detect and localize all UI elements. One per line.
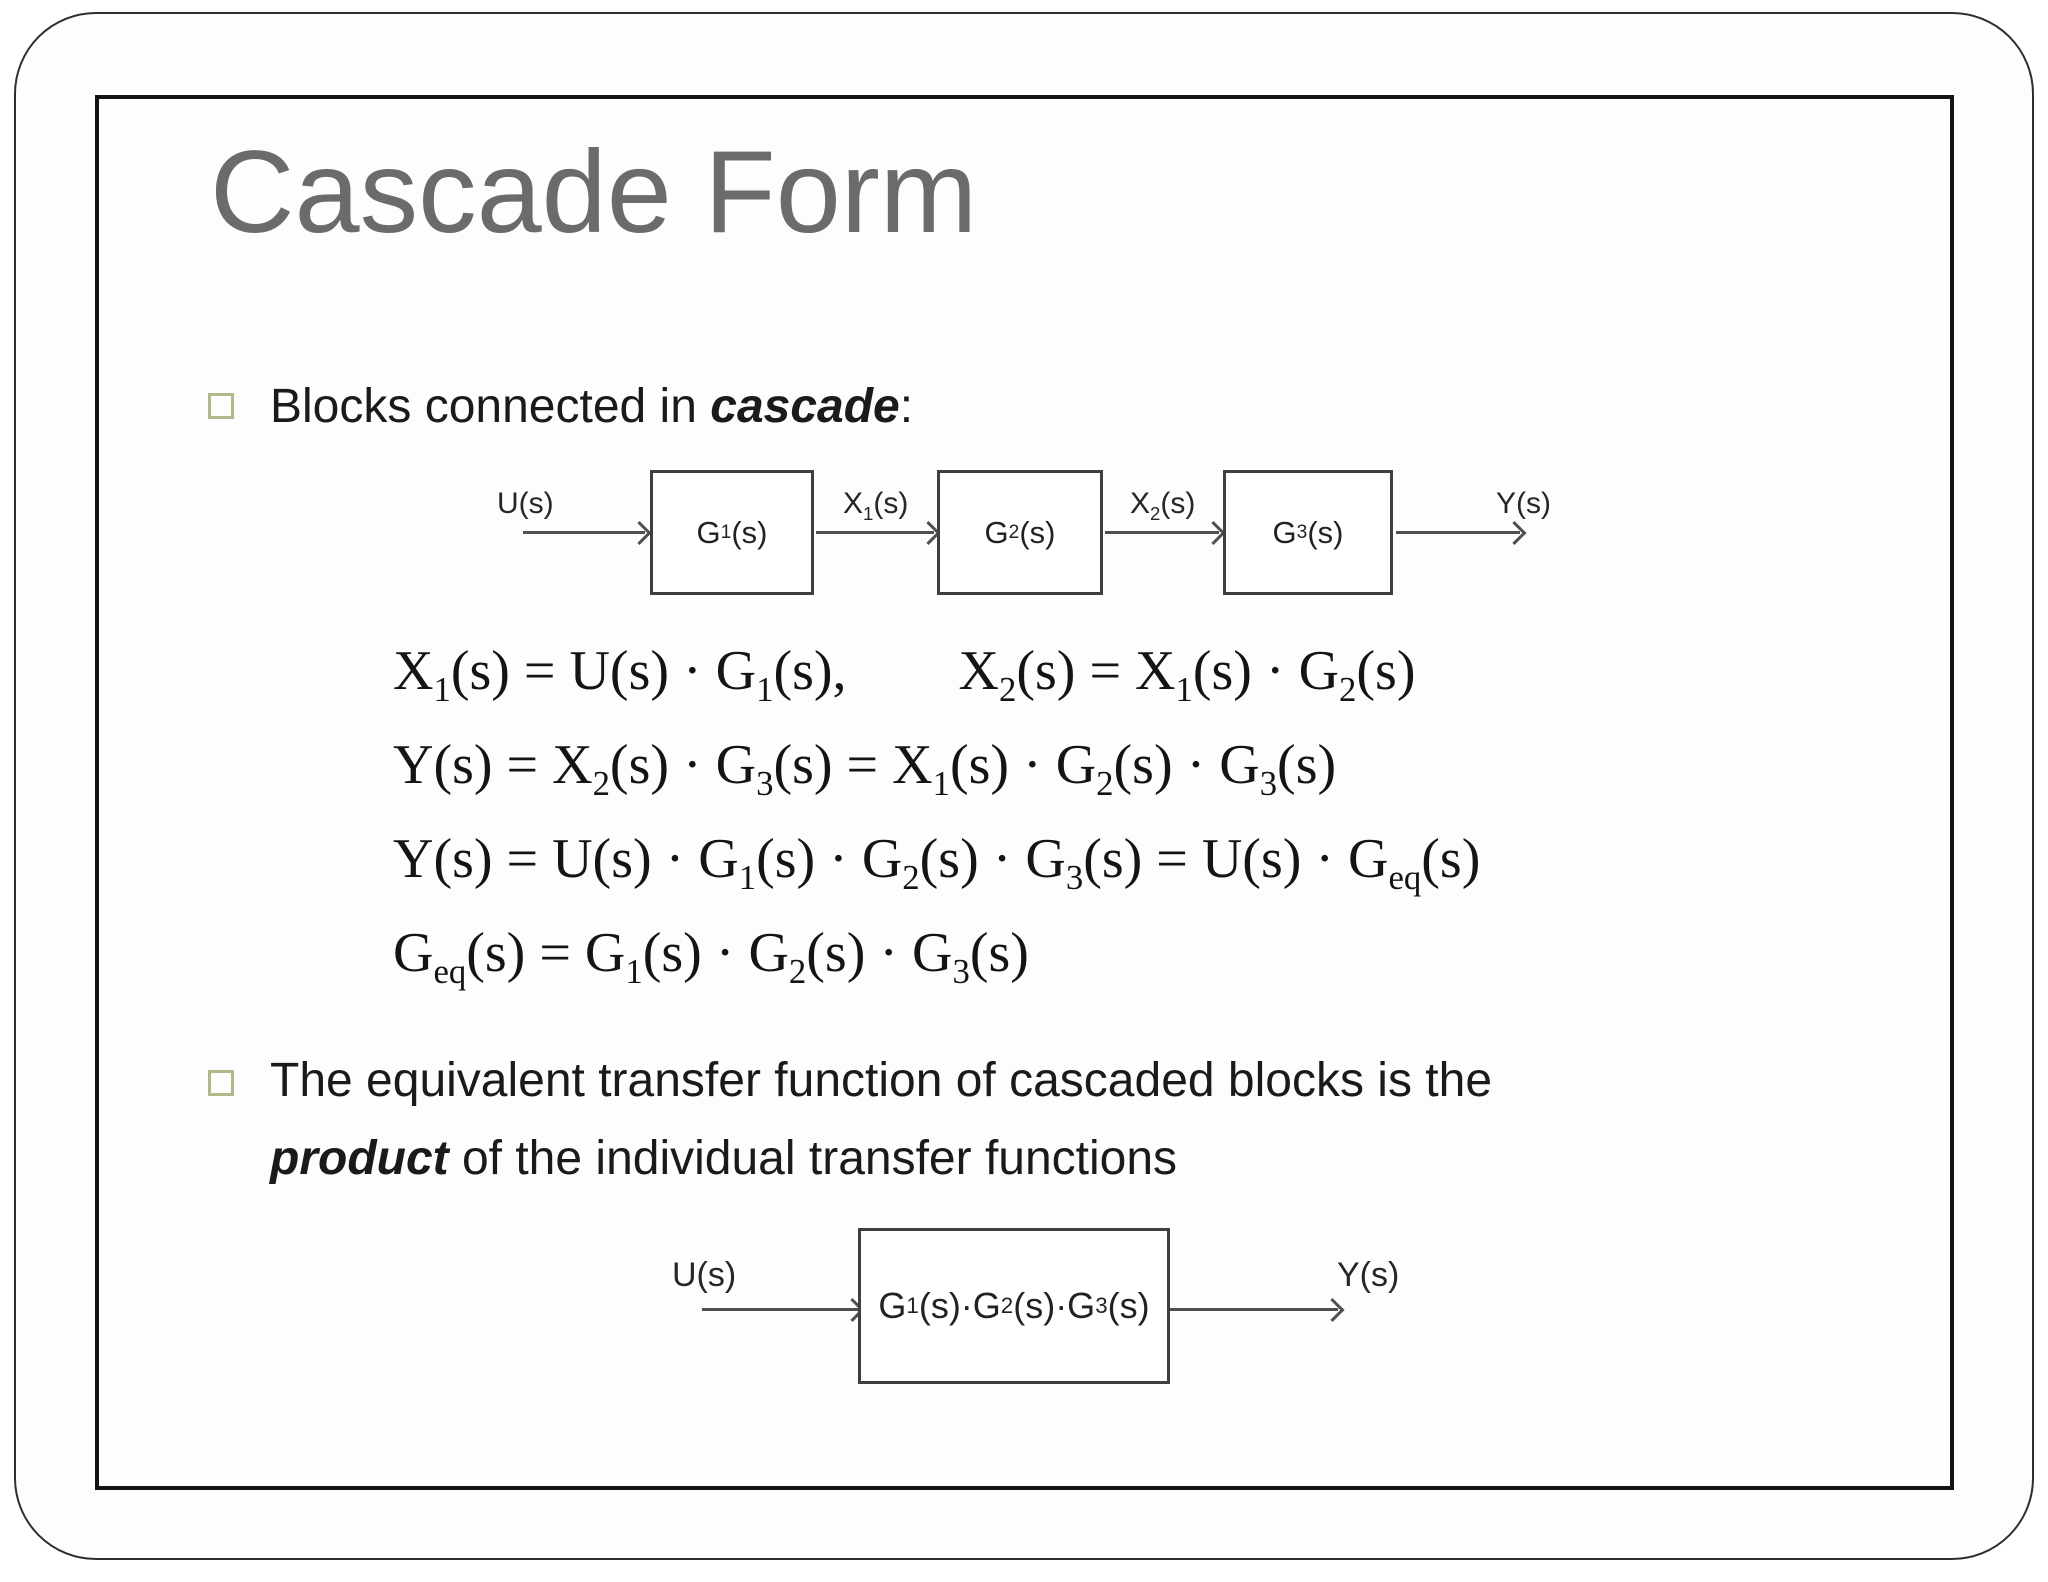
bullet1-suffix: : [899, 380, 914, 433]
arrow-g1-to-g2 [816, 531, 934, 534]
output-signal-label: Y(s) [1496, 487, 1551, 520]
equation-x1-x2: X1(s) = U(s) · G1(s), X2(s) = X1(s) · G2… [393, 640, 1416, 710]
bullet1-emphasis: cascade [710, 380, 900, 433]
equation-y-x2g3: Y(s) = X2(s) · G3(s) = X1(s) · G2(s) · G… [393, 734, 1337, 804]
input-signal-label: U(s) [672, 1256, 737, 1294]
signal-x1-label: X1(s) [843, 487, 909, 524]
bullet-square-icon [208, 1070, 234, 1096]
input-signal-label: U(s) [497, 487, 554, 520]
bullet-square-icon [208, 393, 234, 419]
bullet2-emphasis: product [270, 1132, 449, 1185]
bullet-item-product: The equivalent transfer function of casc… [270, 1042, 1492, 1198]
bullet2-line2: product of the individual transfer funct… [270, 1120, 1492, 1198]
bullet2-line1: The equivalent transfer function of casc… [270, 1054, 1493, 1107]
bullet2-suffix: of the individual transfer functions [448, 1132, 1178, 1185]
arrow-g2-to-g3 [1105, 531, 1219, 534]
arrow-g3-to-output [1396, 531, 1520, 534]
page-title: Cascade Form [210, 126, 978, 257]
equation-geq-product: Geq(s) = G1(s) · G2(s) · G3(s) [393, 922, 1029, 992]
arrow-equivalent-to-output [1170, 1308, 1338, 1311]
output-signal-label: Y(s) [1337, 1256, 1400, 1294]
equation-y-geq: Y(s) = U(s) · G1(s) · G2(s) · G3(s) = U(… [393, 828, 1481, 898]
bullet-item-cascade: Blocks connected in cascade: [270, 368, 913, 446]
arrow-input-to-equivalent [702, 1308, 858, 1311]
signal-x2-label: X2(s) [1130, 487, 1196, 524]
bullet1-prefix: Blocks connected in [270, 380, 711, 433]
arrow-input-to-g1 [523, 531, 645, 534]
